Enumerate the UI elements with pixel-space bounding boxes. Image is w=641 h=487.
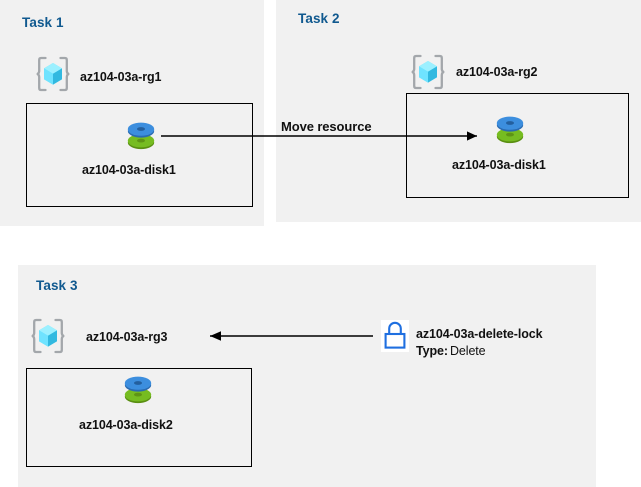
managed-disk-icon: [490, 110, 530, 150]
task-title-task1: Task 1: [22, 15, 64, 30]
lock-type-value: Delete: [450, 344, 486, 358]
resource-group-icon: [36, 56, 70, 92]
resource-box-task1: [26, 103, 253, 207]
lock-icon: [381, 320, 409, 352]
resource-box-task2: [406, 93, 629, 198]
resource-label-task2-disk: az104-03a-disk1: [452, 158, 546, 172]
resource-label-task1-disk: az104-03a-disk1: [82, 163, 176, 177]
lock-label: az104-03a-delete-lock: [416, 327, 543, 341]
resource-group-icon: [411, 54, 445, 90]
task-title-task2: Task 2: [298, 11, 340, 26]
connector-move-resource: [161, 131, 477, 141]
resource-label-task3-disk: az104-03a-disk2: [79, 418, 173, 432]
resource-group-icon: [31, 318, 65, 354]
resource-group-label-rg1: az104-03a-rg1: [80, 70, 162, 84]
lock-type-key: Type:: [416, 344, 448, 358]
resource-group-label-rg3: az104-03a-rg3: [86, 330, 168, 344]
resource-group-label-rg2: az104-03a-rg2: [456, 65, 538, 79]
managed-disk-icon: [118, 370, 158, 410]
task-title-task3: Task 3: [36, 278, 78, 293]
connector-lock-applies-to: [210, 331, 373, 341]
connector-label-move-resource: Move resource: [281, 119, 372, 134]
managed-disk-icon: [121, 116, 161, 156]
